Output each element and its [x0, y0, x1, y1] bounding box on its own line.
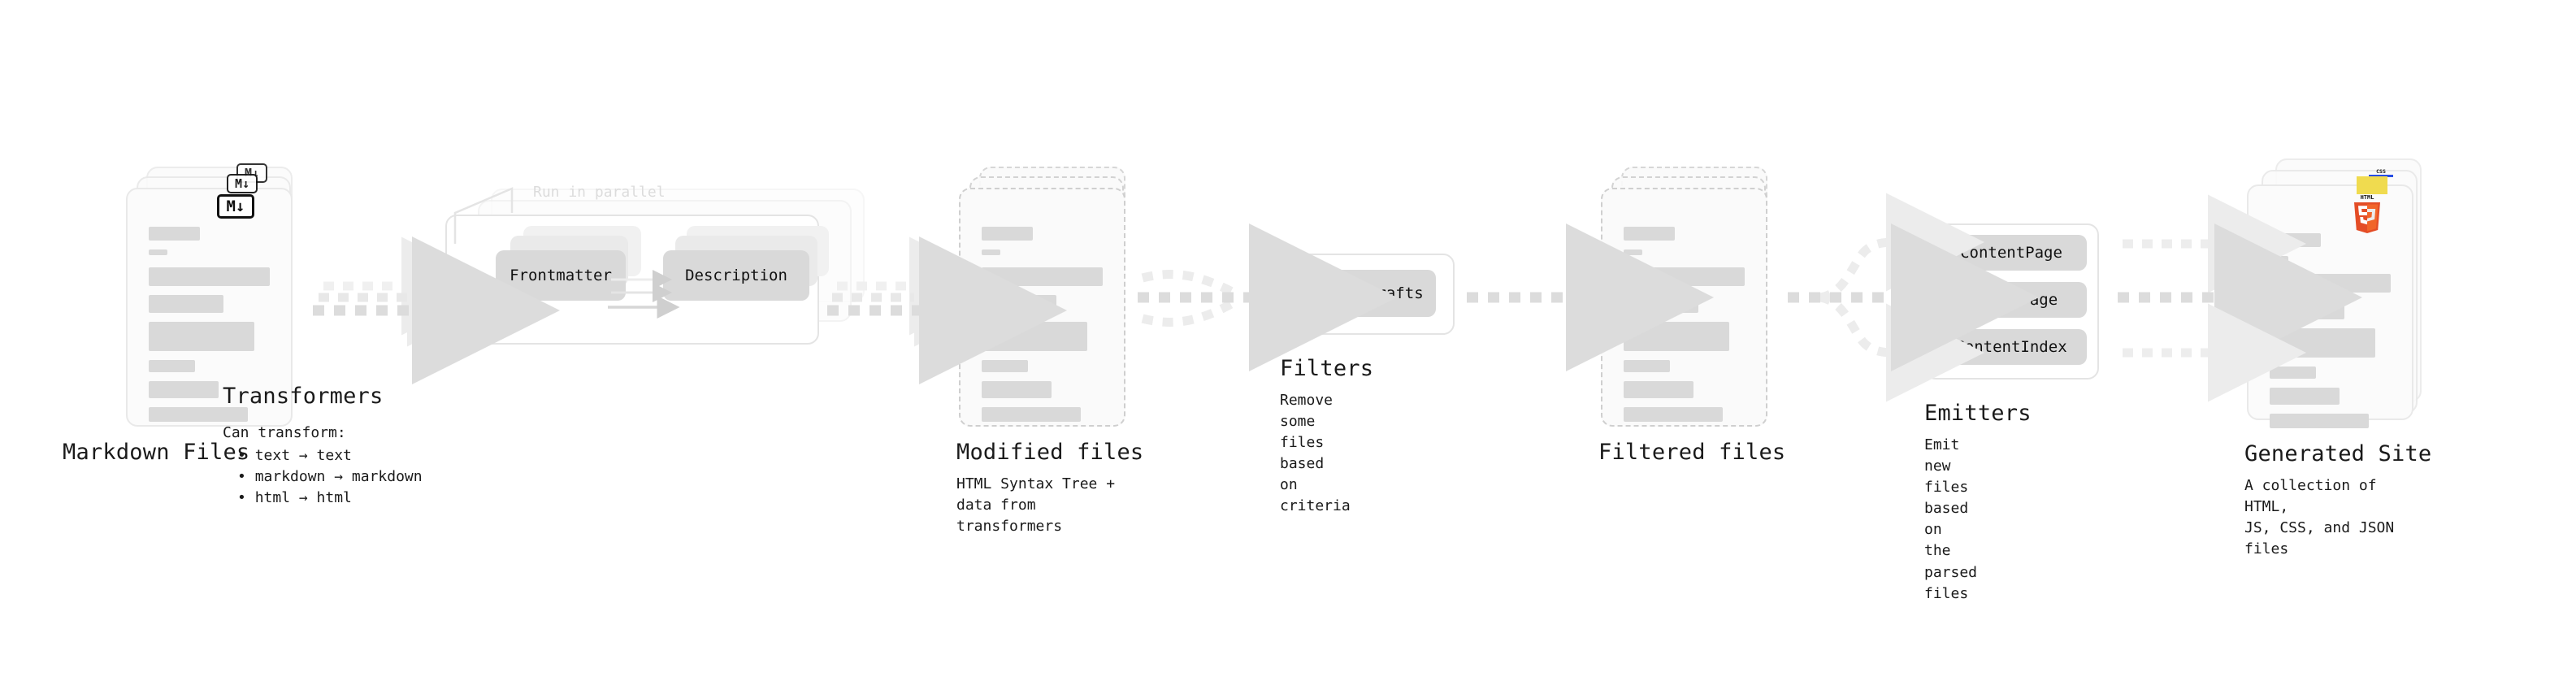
markdown-card-front [126, 188, 293, 427]
connector-markdown-to-transformers [313, 236, 560, 384]
connector-filtered-to-emitters [1788, 193, 2039, 402]
skeleton-bar [1624, 381, 1694, 398]
stage-title-filters: Filters [1280, 356, 1374, 381]
stage-generated-site: CSS HTML Generated Site A collection of … [2244, 158, 2431, 557]
generated-skeleton-bars [2270, 233, 2391, 437]
skeleton-bar [2270, 414, 2370, 428]
stage-filtered-files: Filtered files [1598, 167, 1785, 465]
markdown-logo-icon: M↓ [217, 194, 254, 219]
filtered-card-front [1601, 188, 1767, 427]
modified-skeleton-bars [982, 227, 1103, 431]
html5-logo-icon: HTML [2351, 193, 2383, 233]
connector-emitters-to-site [2118, 194, 2362, 402]
filter-chip-filterdrafts[interactable]: FilterDrafts [1299, 270, 1436, 317]
emitter-chip-contentpage[interactable]: ContentPage [1936, 235, 2087, 271]
bullet-text: markdown → markdown [254, 468, 423, 486]
skeleton-bar [982, 381, 1052, 398]
run-in-parallel-label: Run in parallel [533, 184, 666, 201]
modified-files-description: HTML Syntax Tree + data from transformer… [956, 475, 1116, 536]
skeleton-bar [982, 227, 1033, 241]
modified-card-front [959, 188, 1125, 427]
stage-title-markdown-files: Markdown Files [63, 440, 250, 465]
skeleton-bar [2270, 233, 2321, 247]
css-logo-icon: CSS [2367, 166, 2395, 177]
transformers-description: Can transform: [223, 424, 346, 441]
skeleton-bar [1624, 407, 1724, 422]
skeleton-bar [149, 407, 249, 422]
skeleton-bar [1624, 360, 1670, 372]
skeleton-bar [982, 295, 1057, 313]
skeleton-bar [982, 267, 1103, 286]
transformers-bullet-list: • text → text • markdown → markdown • ht… [237, 445, 423, 509]
markdown-logo-icon: M↓ [227, 174, 258, 193]
skeleton-bar [2270, 301, 2345, 319]
transformer-chip-frontmatter[interactable]: Frontmatter [496, 250, 626, 301]
bullet-text: html → html [254, 489, 352, 507]
skeleton-bar [2270, 274, 2391, 293]
modified-card-stack [959, 167, 1134, 427]
svg-text:CSS: CSS [2376, 168, 2386, 175]
emitters-description: Emit new files based on the parsed files [1924, 436, 1978, 602]
stage-title-modified-files: Modified files [956, 440, 1144, 465]
bullet-item: • text → text [237, 447, 352, 464]
stage-modified-files: Modified files HTML Syntax Tree + data f… [956, 167, 1143, 535]
skeleton-bar [2270, 388, 2340, 405]
skeleton-bar [149, 249, 167, 255]
skeleton-bar [2270, 367, 2316, 379]
skeleton-bar [149, 295, 224, 313]
emitter-chip-folderpage[interactable]: FolderPage [1936, 282, 2087, 318]
js-logo-icon [2357, 176, 2387, 194]
filtered-card-stack [1601, 167, 1776, 427]
skeleton-bar [2270, 328, 2375, 358]
skeleton-bar [149, 227, 200, 241]
stage-title-filtered-files: Filtered files [1598, 440, 1786, 465]
filtered-skeleton-bars [1624, 227, 1745, 431]
connector-modified-to-filters [1138, 223, 1397, 371]
transformer-chip-description[interactable]: Description [663, 250, 809, 301]
generated-site-description: A collection of HTML, JS, CSS, and JSON … [2244, 477, 2395, 558]
skeleton-bar [149, 267, 270, 286]
stage-markdown-files: M↓ M↓ M↓ Markdown Files [63, 163, 301, 465]
stage-title-emitters: Emitters [1924, 401, 2032, 426]
skeleton-bar [149, 360, 195, 372]
skeleton-bar [982, 322, 1087, 351]
markdown-skeleton-bars [149, 227, 270, 431]
skeleton-bar [2270, 256, 2288, 262]
skeleton-bar [1624, 295, 1699, 313]
stage-title-transformers: Transformers [223, 384, 384, 409]
skeleton-bar [149, 381, 219, 398]
stage-title-generated-site: Generated Site [2244, 441, 2432, 466]
skeleton-bar [1624, 249, 1642, 255]
emitter-chip-contentindex[interactable]: ContentIndex [1936, 329, 2087, 365]
skeleton-bar [149, 322, 254, 351]
bullet-item: • html → html [237, 489, 352, 507]
svg-text:HTML: HTML [2361, 194, 2374, 201]
skeleton-bar [1624, 227, 1675, 241]
skeleton-bar [982, 407, 1082, 422]
bullet-item: • markdown → markdown [237, 468, 423, 486]
skeleton-bar [1624, 267, 1745, 286]
filters-description: Remove some files based on criteria [1280, 392, 1351, 515]
bullet-text: text → text [254, 447, 352, 464]
skeleton-bar [982, 360, 1028, 372]
skeleton-bar [1624, 322, 1729, 351]
markdown-card-stack: M↓ M↓ M↓ [126, 163, 301, 427]
generated-card-front [2247, 184, 2413, 428]
generated-card-stack: CSS HTML [2247, 158, 2426, 428]
skeleton-bar [982, 249, 1000, 255]
